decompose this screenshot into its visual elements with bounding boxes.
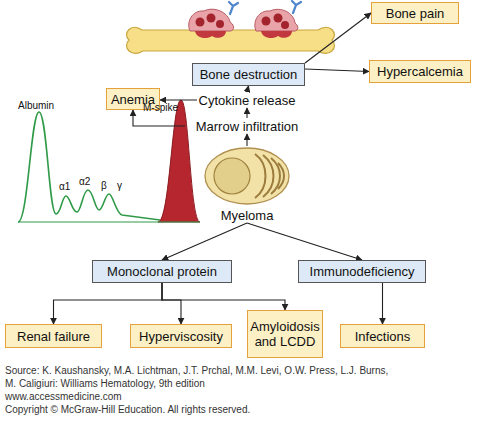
source-note: M. Caligiuri: Williams Hematology, 9th e… [5, 378, 205, 389]
osteoclast-nucleus [196, 18, 205, 27]
electrophoresis-curve [18, 100, 200, 222]
osteoclast-nucleus [216, 20, 224, 28]
osteoclast-nucleus [262, 17, 271, 26]
flow-arrow [54, 283, 163, 324]
flow-arrow [247, 223, 362, 260]
flow-arrow [247, 86, 249, 92]
node-label: Bone destruction [200, 67, 298, 82]
outcome-box: Hyperviscosity [130, 324, 232, 348]
node-label: Infections [355, 329, 411, 344]
receptor-symbol [292, 1, 301, 13]
outcome-box: Amyloidosis and LCDD [247, 310, 323, 358]
node-label: Hypercalcemia [377, 64, 463, 79]
fraction-label: α2 [79, 176, 90, 187]
process-text: Cytokine release [197, 92, 297, 108]
outcome-box: Hypercalcemia [369, 60, 471, 83]
flow-arrow [246, 134, 247, 146]
node-label: Myeloma [221, 208, 274, 223]
spep-trace [18, 112, 160, 222]
outcome-box: Renal failure [5, 324, 102, 348]
process-box: Immunodeficiency [298, 260, 426, 283]
node-label: Renal failure [17, 329, 90, 344]
bone-illustration [127, 1, 335, 53]
source-note: Source: K. Kaushansky, M.A. Lichtman, J.… [5, 365, 388, 376]
receptor-symbol [229, 2, 238, 14]
flow-arrow [162, 283, 285, 310]
osteoclast-nucleus [281, 21, 289, 29]
cell-illustration [203, 146, 291, 206]
node-label: Monoclonal protein [107, 264, 217, 279]
flow-arrow [162, 283, 181, 324]
outcome-box: Bone pain [371, 2, 459, 24]
curve-label: Albumin [18, 100, 54, 111]
node-label: Amyloidosis and LCDD [248, 319, 322, 349]
outcome-box: Infections [340, 324, 425, 348]
osteoclast [189, 9, 234, 31]
spep-baseline [18, 222, 200, 223]
process-box: Monoclonal protein [92, 260, 232, 283]
curve-label: M-spike [143, 102, 178, 113]
source-note: www.accessmedicine.com [5, 391, 122, 402]
node-label: Hyperviscosity [139, 329, 223, 344]
process-text: Marrow infiltration [185, 118, 309, 134]
flow-arrow [305, 13, 371, 63]
flow-arrow [382, 283, 383, 324]
flow-arrow [160, 99, 197, 100]
node-label: Immunodeficiency [310, 264, 415, 279]
m-spike-peak [158, 100, 200, 222]
fraction-label: α1 [59, 181, 70, 192]
fraction-label: γ [117, 180, 122, 191]
resorption-pit [261, 31, 292, 38]
osteoclast-nucleus [274, 14, 283, 23]
osteoclast [255, 9, 298, 31]
node-label: Marrow infiltration [196, 119, 299, 134]
resorption-pit [195, 31, 226, 38]
node-label: Bone pain [386, 6, 445, 21]
flow-arrow [162, 223, 247, 260]
flow-arrow [305, 69, 369, 72]
node-label: Cytokine release [199, 93, 296, 108]
osteoclast-nucleus [207, 14, 216, 23]
process-box: Bone destruction [192, 63, 305, 86]
flow-arrow [246, 108, 247, 118]
myeloma-cell: Myeloma [203, 146, 291, 223]
copyright-note: Copyright © McGraw-Hill Education. All r… [5, 404, 250, 415]
fraction-label: β [101, 180, 107, 191]
